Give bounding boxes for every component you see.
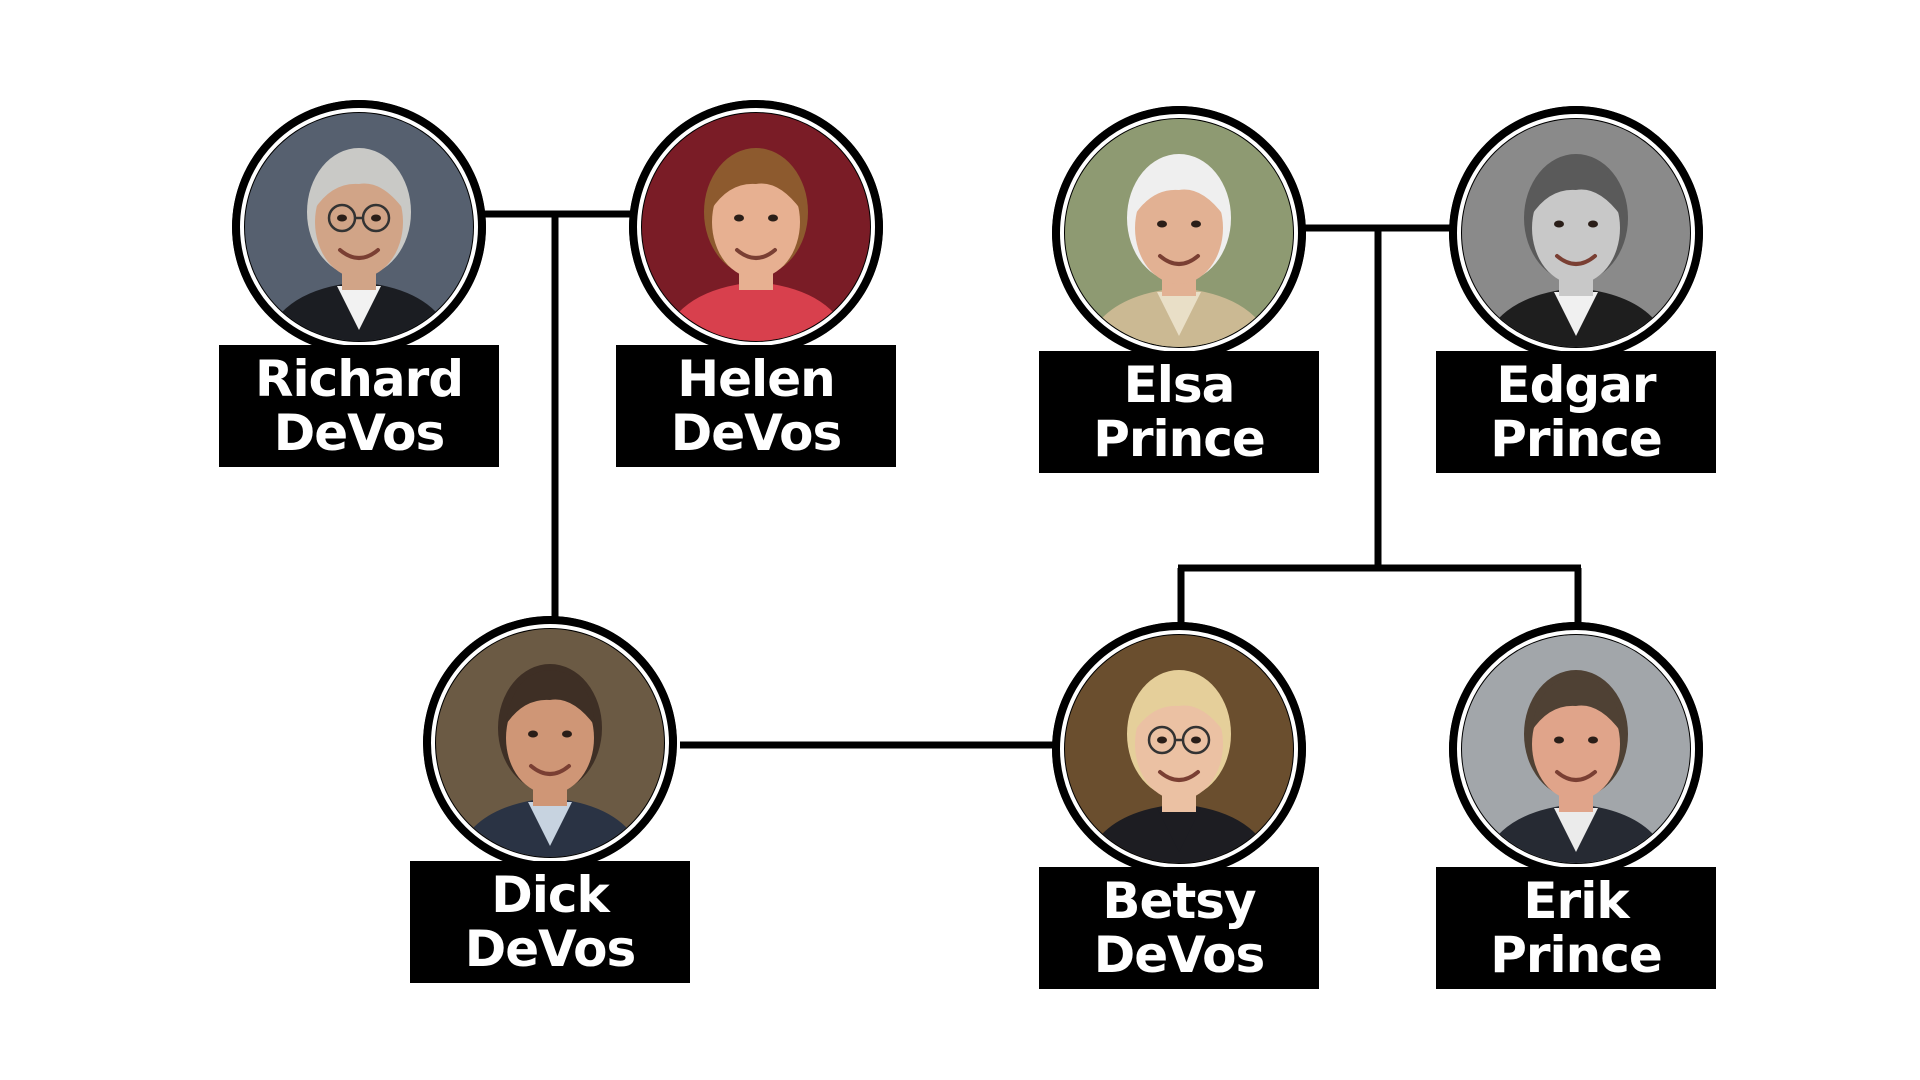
right-eye: [1588, 736, 1598, 744]
portrait-illustration: [232, 100, 486, 354]
first-name: Elsa: [1123, 356, 1236, 414]
collar: [734, 286, 778, 330]
hair-front: [1531, 160, 1621, 216]
right-eye: [371, 214, 381, 222]
smile: [1158, 770, 1200, 782]
face: [712, 166, 800, 278]
face: [315, 166, 403, 278]
hair-front: [1134, 160, 1224, 216]
left-eye: [1554, 736, 1564, 744]
left-eye: [1157, 736, 1167, 744]
right-eye: [1191, 220, 1201, 228]
collar: [528, 802, 572, 846]
left-eye: [528, 730, 538, 738]
portrait-photo: [1449, 622, 1703, 876]
person-erik-prince: Erik Prince: [1436, 622, 1716, 1002]
person-helen-devos: Helen DeVos: [616, 100, 896, 480]
last-name: Prince: [1490, 410, 1663, 468]
right-eye: [1588, 220, 1598, 228]
person-dick-devos: Dick DeVos: [410, 616, 690, 996]
collar: [1554, 292, 1598, 336]
right-eye: [768, 214, 778, 222]
face: [506, 682, 594, 794]
portrait-illustration: [629, 100, 883, 354]
hair-front: [314, 154, 404, 210]
smile: [529, 764, 571, 776]
name-label: Helen DeVos: [616, 345, 896, 467]
person-richard-devos: Richard DeVos: [219, 100, 499, 480]
person-elsa-prince: Elsa Prince: [1039, 106, 1319, 486]
face: [1135, 172, 1223, 284]
smile: [735, 248, 777, 260]
smile: [1555, 770, 1597, 782]
face: [1135, 688, 1223, 800]
right-eye: [562, 730, 572, 738]
portrait-content: [642, 113, 870, 341]
name-label: Elsa Prince: [1039, 351, 1319, 473]
name-label: Richard DeVos: [219, 345, 499, 467]
name-label: Edgar Prince: [1436, 351, 1716, 473]
first-name: Betsy: [1102, 872, 1256, 930]
portrait-illustration: [423, 616, 677, 870]
name-label: Betsy DeVos: [1039, 867, 1319, 989]
hair-front: [505, 670, 595, 726]
last-name: DeVos: [1093, 926, 1265, 984]
face: [1532, 688, 1620, 800]
portrait-content: [436, 629, 664, 857]
portrait-photo: [1449, 106, 1703, 360]
collar: [1157, 808, 1201, 852]
hair-front: [1531, 676, 1621, 732]
left-eye: [337, 214, 347, 222]
first-name: Erik: [1523, 872, 1629, 930]
smile: [1555, 254, 1597, 266]
portrait-photo: [629, 100, 883, 354]
hair-front: [711, 154, 801, 210]
last-name: Prince: [1093, 410, 1266, 468]
portrait-photo: [423, 616, 677, 870]
portrait-photo: [1052, 106, 1306, 360]
person-edgar-prince: Edgar Prince: [1436, 106, 1716, 486]
left-eye: [734, 214, 744, 222]
portrait-illustration: [1052, 622, 1306, 876]
portrait-content: [1462, 119, 1690, 347]
name-label: Dick DeVos: [410, 861, 690, 983]
first-name: Richard: [254, 350, 464, 408]
first-name: Dick: [491, 866, 610, 924]
portrait-illustration: [1052, 106, 1306, 360]
portrait-content: [1462, 635, 1690, 863]
last-name: DeVos: [464, 920, 636, 978]
portrait-illustration: [1449, 622, 1703, 876]
last-name: DeVos: [273, 404, 445, 462]
face: [1532, 172, 1620, 284]
first-name: Helen: [677, 350, 835, 408]
left-eye: [1554, 220, 1564, 228]
collar: [337, 286, 381, 330]
left-eye: [1157, 220, 1167, 228]
first-name: Edgar: [1496, 356, 1656, 414]
right-eye: [1191, 736, 1201, 744]
portrait-photo: [232, 100, 486, 354]
portrait-content: [1065, 635, 1293, 863]
smile: [1158, 254, 1200, 266]
portrait-photo: [1052, 622, 1306, 876]
collar: [1554, 808, 1598, 852]
portrait-illustration: [1449, 106, 1703, 360]
last-name: Prince: [1490, 926, 1663, 984]
last-name: DeVos: [670, 404, 842, 462]
collar: [1157, 292, 1201, 336]
smile: [338, 248, 380, 260]
hair-front: [1134, 676, 1224, 732]
person-betsy-devos: Betsy DeVos: [1039, 622, 1319, 1002]
name-label: Erik Prince: [1436, 867, 1716, 989]
